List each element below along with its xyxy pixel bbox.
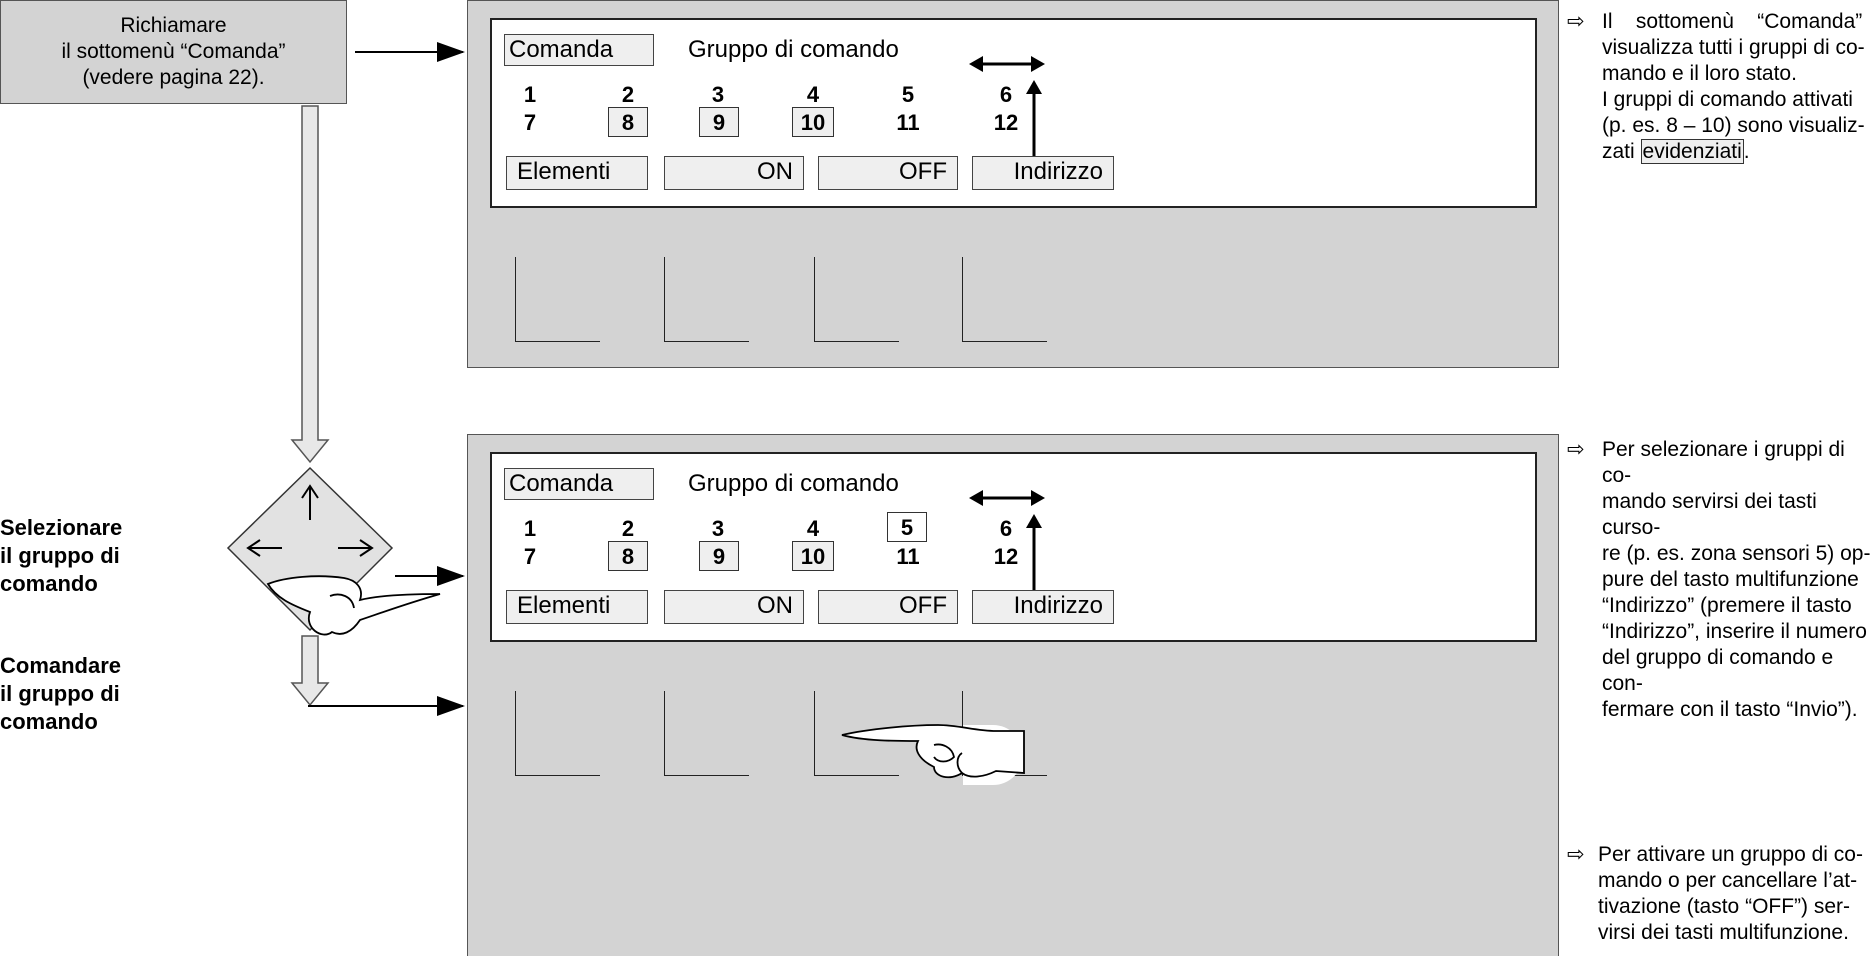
screen-header: Gruppo di comando	[688, 470, 899, 497]
group-number: 5	[901, 82, 915, 107]
group-number: 4	[806, 82, 820, 107]
group-number: 12	[993, 544, 1019, 569]
step-box-recall-submenu: Richiamare il sottomenù “Comanda” (veder…	[0, 0, 347, 104]
note-line: I gruppi di comando attivati	[1602, 88, 1853, 111]
note-line: pure del tasto multifunzione	[1602, 568, 1859, 591]
note-line: Il sottomenù “Comanda”	[1602, 10, 1863, 33]
group-number: 11	[896, 110, 920, 135]
note-line: virsi dei tasti multifunzione.	[1598, 921, 1849, 944]
group-number: 7	[523, 110, 537, 135]
softkey-elementi[interactable]: Elementi	[506, 590, 648, 624]
label-line: comando	[0, 709, 98, 734]
label-command-group: Comandare il gruppo di comando	[0, 652, 121, 736]
label-line: il gruppo di	[0, 681, 120, 706]
note-line: visualizza tutti i gruppi di co-	[1602, 36, 1865, 59]
label-select-group: Selezionare il gruppo di comando	[0, 514, 122, 598]
note-line: re (p. es. zona sensori 5) op-	[1602, 542, 1871, 565]
softkey-indirizzo[interactable]: Indirizzo	[972, 156, 1114, 190]
note-arrow-1: ⇨	[1567, 10, 1585, 33]
note-line: “Indirizzo”, inserire il numero	[1602, 620, 1867, 643]
device-panel-top: Comanda Gruppo di comando 1 2 3 4 5 6 7 …	[467, 0, 1559, 368]
step-line-3: (vedere pagina 22).	[82, 66, 265, 89]
group-number-selected: 5	[887, 512, 927, 542]
group-number: 2	[621, 82, 635, 107]
group-number-active: 10	[792, 541, 834, 571]
note-line: mando servirsi dei tasti curso-	[1602, 490, 1817, 539]
group-number: 2	[621, 516, 635, 541]
group-number: 1	[523, 82, 537, 107]
group-number: 12	[993, 110, 1019, 135]
group-number-active: 8	[608, 107, 648, 137]
group-number-active: 8	[608, 541, 648, 571]
note-submenu-shows-groups: Il sottomenù “Comanda” visualizza tutti …	[1602, 9, 1872, 165]
highlighted-word: evidenziati	[1640, 139, 1744, 164]
device-panel-bottom: Comanda Gruppo di comando 1 2 3 4 5 6 7 …	[467, 434, 1559, 956]
function-key-3[interactable]	[814, 257, 899, 342]
group-number: 1	[523, 516, 537, 541]
softkey-off[interactable]: OFF	[818, 590, 958, 624]
note-line: (p. es. 8 – 10) sono visualiz-	[1602, 114, 1865, 137]
device-screen-bottom: Comanda Gruppo di comando 1 2 3 4 5 6 7 …	[490, 452, 1537, 642]
device-screen-top: Comanda Gruppo di comando 1 2 3 4 5 6 7 …	[490, 18, 1537, 208]
function-key-2[interactable]	[664, 691, 749, 776]
note-arrow-3: ⇨	[1567, 843, 1585, 866]
cursor-pad-icon	[226, 466, 394, 632]
step-line-1: Richiamare	[120, 14, 227, 37]
note-line: tivazione (tasto “OFF”) ser-	[1598, 895, 1851, 918]
softkey-indirizzo[interactable]: Indirizzo	[972, 590, 1114, 624]
function-key-1[interactable]	[515, 257, 600, 342]
function-key-1[interactable]	[515, 691, 600, 776]
softkey-on[interactable]: ON	[664, 156, 804, 190]
note-arrow-2: ⇨	[1567, 438, 1585, 461]
note-activate-group: Per attivare un gruppo di co- mando o pe…	[1598, 842, 1872, 946]
note-text: zati	[1602, 140, 1641, 163]
left-right-arrow-icon	[969, 490, 1045, 506]
menu-title: Comanda	[504, 468, 654, 500]
group-number: 11	[896, 544, 920, 569]
softkey-off[interactable]: OFF	[818, 156, 958, 190]
label-line: Selezionare	[0, 515, 123, 540]
menu-title: Comanda	[504, 34, 654, 66]
note-line: del gruppo di comando e con-	[1602, 646, 1834, 695]
group-number: 3	[711, 82, 725, 107]
group-number: 6	[999, 516, 1013, 541]
group-number: 4	[806, 516, 820, 541]
softkey-elementi[interactable]: Elementi	[506, 156, 648, 190]
group-number-active: 9	[699, 107, 739, 137]
note-line-last: zati evidenziati.	[1602, 139, 1872, 165]
screen-header: Gruppo di comando	[688, 36, 899, 63]
function-key-3[interactable]	[814, 691, 899, 776]
group-number: 7	[523, 544, 537, 569]
group-number: 3	[711, 516, 725, 541]
step-line-2: il sottomenù “Comanda”	[61, 40, 286, 63]
left-right-arrow-icon	[969, 56, 1045, 72]
hollow-down-arrow-2	[290, 635, 330, 707]
note-text: .	[1743, 140, 1750, 163]
hollow-down-arrow-1	[290, 105, 330, 464]
note-line: “Indirizzo” (premere il tasto	[1602, 594, 1852, 617]
note-line: fermare con il tasto “Invio”).	[1602, 698, 1858, 721]
group-number-active: 9	[699, 541, 739, 571]
note-line: mando o per cancellare l’at-	[1598, 869, 1858, 892]
function-key-2[interactable]	[664, 257, 749, 342]
note-select-groups: Per selezionare i gruppi di co- mando se…	[1602, 437, 1872, 723]
softkey-on[interactable]: ON	[664, 590, 804, 624]
pointing-hand-icon-pad	[266, 575, 441, 636]
pointing-hand-icon-key	[841, 724, 1025, 779]
label-line: Comandare	[0, 653, 122, 678]
function-key-4[interactable]	[962, 257, 1047, 342]
note-line: mando e il loro stato.	[1602, 62, 1797, 85]
label-line: comando	[0, 571, 98, 596]
label-line: il gruppo di	[0, 543, 120, 568]
note-line: Per attivare un gruppo di co-	[1598, 843, 1863, 866]
note-line: Per selezionare i gruppi di co-	[1602, 438, 1845, 487]
group-number: 6	[999, 82, 1013, 107]
group-number-active: 10	[792, 107, 834, 137]
